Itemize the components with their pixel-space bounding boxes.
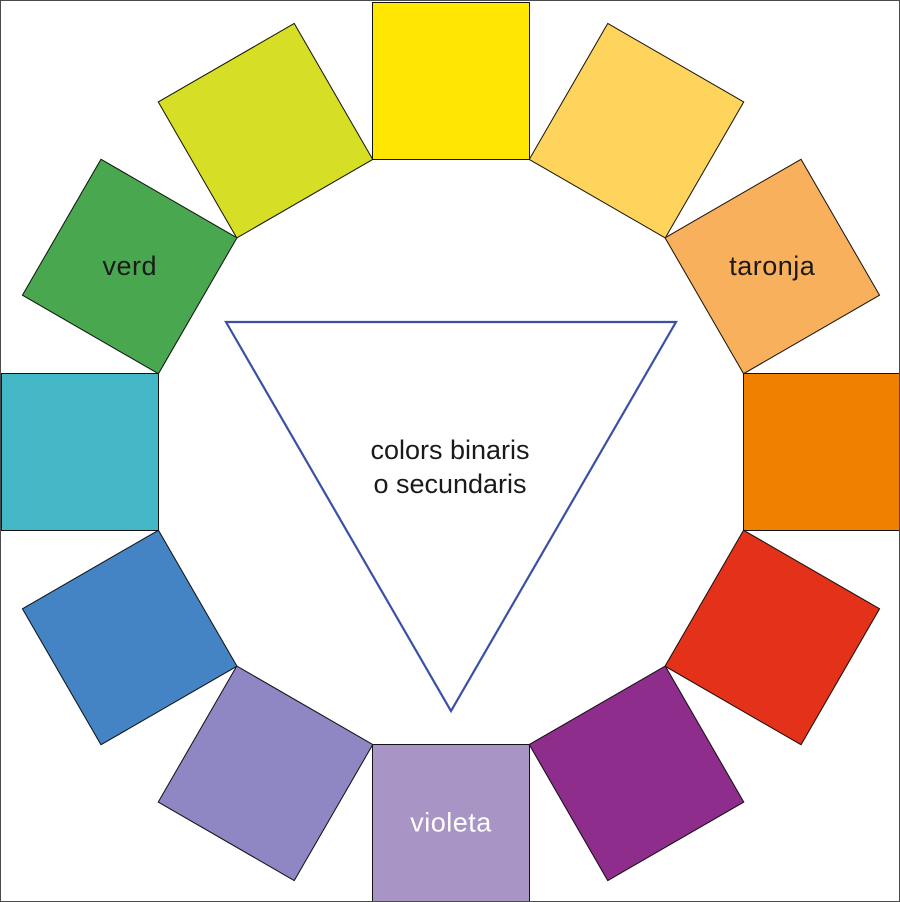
swatch-groc-taronja <box>528 22 745 239</box>
swatch-porpra <box>528 665 745 882</box>
swatch-groc <box>372 2 530 160</box>
swatch-blau <box>21 529 238 746</box>
label-verd: verd <box>102 251 157 281</box>
label-violeta: violeta <box>410 807 492 838</box>
triangle-outline <box>224 320 678 714</box>
swatch-groc-verd <box>157 22 374 239</box>
label-taronja-clar: taronja <box>729 251 816 281</box>
caption-line-2: o secundaris <box>373 469 527 499</box>
swatch-vermell <box>664 529 881 746</box>
caption-line-1: colors binaris <box>370 435 530 465</box>
swatch-blau-violeta <box>157 665 374 882</box>
center-caption: colors binaris o secundaris <box>1 433 899 501</box>
